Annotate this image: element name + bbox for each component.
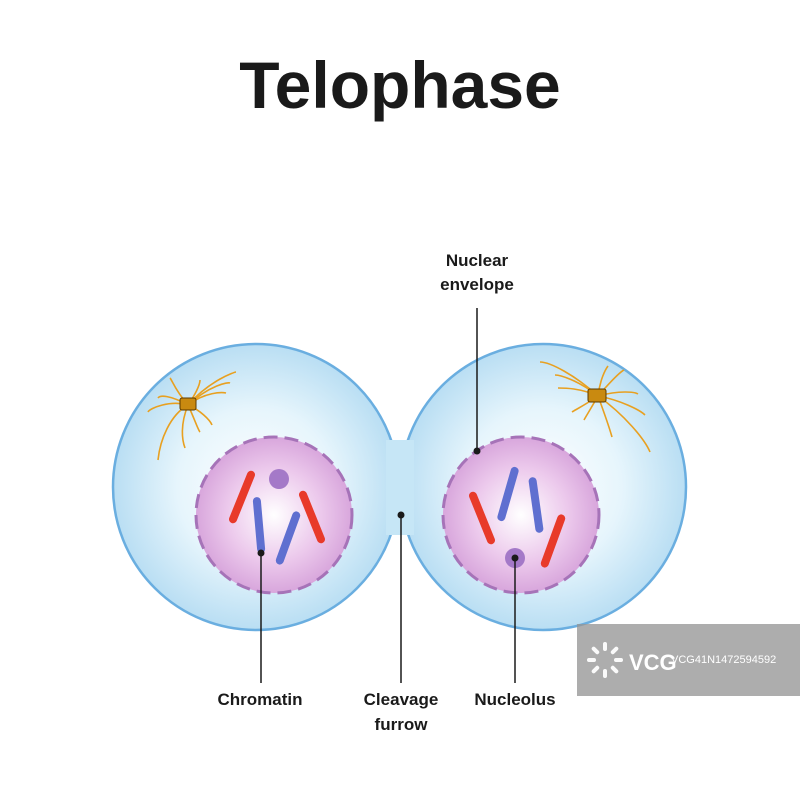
chromosome-blue <box>252 497 266 553</box>
left-nucleus <box>194 435 354 595</box>
label-nucleolus: Nucleolus <box>474 690 555 709</box>
nucleolus-pointer-dot <box>511 554 519 562</box>
right-centrosome <box>587 388 607 403</box>
watermark-logo-icon <box>587 642 623 678</box>
watermark: VCG VCG41N1472594592 <box>577 624 800 696</box>
chromosome-blue <box>528 477 544 533</box>
leader-lines <box>260 308 516 683</box>
watermark-id: VCG41N1472594592 <box>671 654 777 666</box>
left-chromosomes <box>229 470 325 565</box>
watermark-brand: VCG <box>629 650 677 675</box>
left-centrosome <box>179 397 197 411</box>
chromosome-blue <box>275 511 301 565</box>
label-cleavage-line2: furrow <box>375 715 429 734</box>
label-nuclear-envelope-line1: Nuclear <box>446 251 509 270</box>
chromosome-red <box>540 514 566 568</box>
label-cleavage-line1: Cleavage <box>364 690 439 709</box>
chromosome-red <box>299 490 325 544</box>
chromatin-pointer-dot <box>257 549 265 557</box>
label-nuclear-envelope-line2: envelope <box>440 275 514 294</box>
label-chromatin: Chromatin <box>218 690 303 709</box>
nuclear-envelope-pointer-dot <box>473 447 481 455</box>
right-chromosomes <box>469 466 566 568</box>
chromosome-blue <box>497 466 519 522</box>
chromosome-red <box>469 491 495 545</box>
nuclei <box>194 435 601 595</box>
left-nucleolus <box>269 469 289 489</box>
right-nucleus <box>441 435 601 595</box>
chromosome-red <box>229 470 255 524</box>
cleavage-pointer-dot <box>397 511 405 519</box>
page-title: Telophase <box>239 48 561 122</box>
furrow-overlap <box>386 440 414 535</box>
